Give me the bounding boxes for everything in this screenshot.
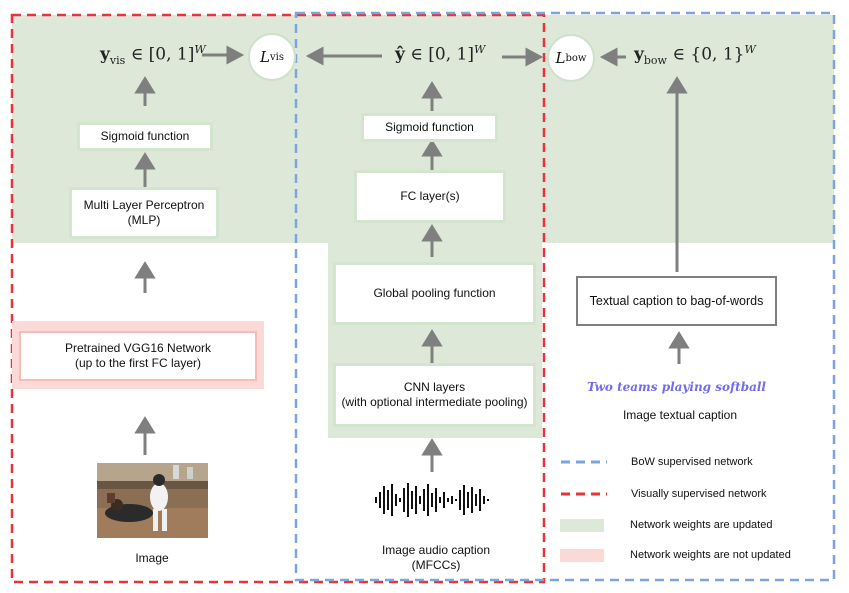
mlp-box: Multi Layer Perceptron (MLP) (69, 187, 219, 239)
bow-conversion-box: Textual caption to bag-of-words (576, 276, 777, 326)
loss-vis-symbol: L (260, 48, 270, 66)
horizontal-arrows (202, 45, 626, 67)
visual-network-border (10, 13, 546, 584)
legend-not-updated-label: Network weights are not updated (630, 549, 791, 561)
y-hat-superscript: W (474, 43, 486, 56)
audio-waveform (375, 483, 489, 517)
legend-green-swatch (560, 519, 604, 532)
y-hat-set: ∈ [0, 1] (410, 44, 474, 65)
loss-vis-subscript: vis (269, 51, 284, 63)
y-vis-label: yvis ∈ [0, 1]W (100, 43, 206, 67)
softball-image (97, 463, 208, 538)
y-hat-label: ŷ ∈ [0, 1]W (395, 43, 485, 65)
y-vis-subscript: vis (109, 54, 126, 68)
loss-bow-symbol: L (555, 49, 566, 67)
middle-sigmoid-box: Sigmoid function (361, 113, 498, 142)
vgg-box: Pretrained VGG16 Network (up to the firs… (19, 331, 257, 381)
y-vis-symbol: y (100, 44, 110, 65)
legend-visual-label: Visually supervised network (631, 488, 767, 500)
y-vis-set: ∈ [0, 1] (130, 44, 195, 65)
pooling-box: Global pooling function (333, 262, 536, 325)
loss-bow-subscript: bow (565, 52, 587, 64)
up-arrows (134, 76, 690, 472)
y-hat-symbol: ŷ (395, 44, 405, 65)
cnn-box: CNN layers (with optional intermediate p… (333, 363, 536, 427)
fc-box: FC layer(s) (354, 170, 506, 223)
legend-pink-swatch (560, 549, 604, 562)
image-label: Image (135, 551, 169, 565)
y-bow-set: ∈ {0, 1} (672, 44, 745, 65)
y-bow-label: ybow ∈ {0, 1}W (634, 43, 756, 67)
legend-updated-label: Network weights are updated (630, 519, 773, 531)
left-sigmoid-box: Sigmoid function (77, 122, 213, 151)
caption-example: Two teams playing softball (586, 380, 766, 394)
y-bow-subscript: bow (643, 54, 667, 68)
audio-caption-label: Image audio caption (MFCCs) (381, 543, 491, 572)
y-bow-superscript: W (744, 43, 756, 56)
y-bow-symbol: y (634, 44, 644, 65)
caption-label: Image textual caption (622, 408, 738, 422)
bow-network-border (294, 11, 836, 582)
y-vis-superscript: W (194, 43, 206, 56)
legend-bow-label: BoW supervised network (631, 456, 753, 468)
